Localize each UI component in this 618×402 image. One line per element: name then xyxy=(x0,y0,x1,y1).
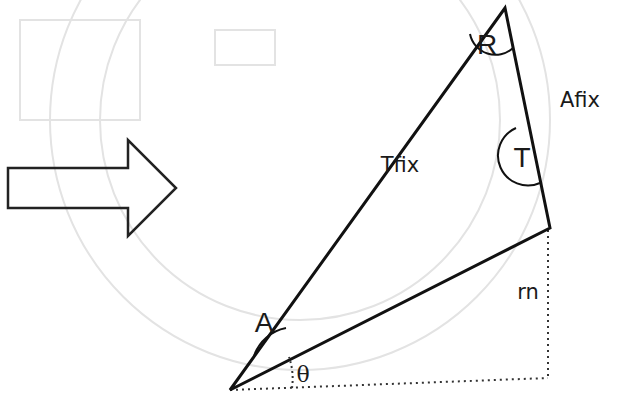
angle-label: θ xyxy=(296,364,309,386)
side-label: rn xyxy=(517,282,539,303)
triangle xyxy=(230,8,550,390)
angle-arc-theta xyxy=(289,357,293,388)
angle-label: T xyxy=(513,144,530,172)
angle-label: R xyxy=(477,31,497,59)
angle-arc-t xyxy=(498,128,540,186)
side-label: Afix xyxy=(560,90,600,111)
side-label: Tfix xyxy=(381,155,419,176)
dotted-baseline xyxy=(230,378,548,390)
angle-label: A xyxy=(255,309,274,337)
direction-arrow xyxy=(8,140,176,236)
dotted-vertical xyxy=(547,230,549,378)
